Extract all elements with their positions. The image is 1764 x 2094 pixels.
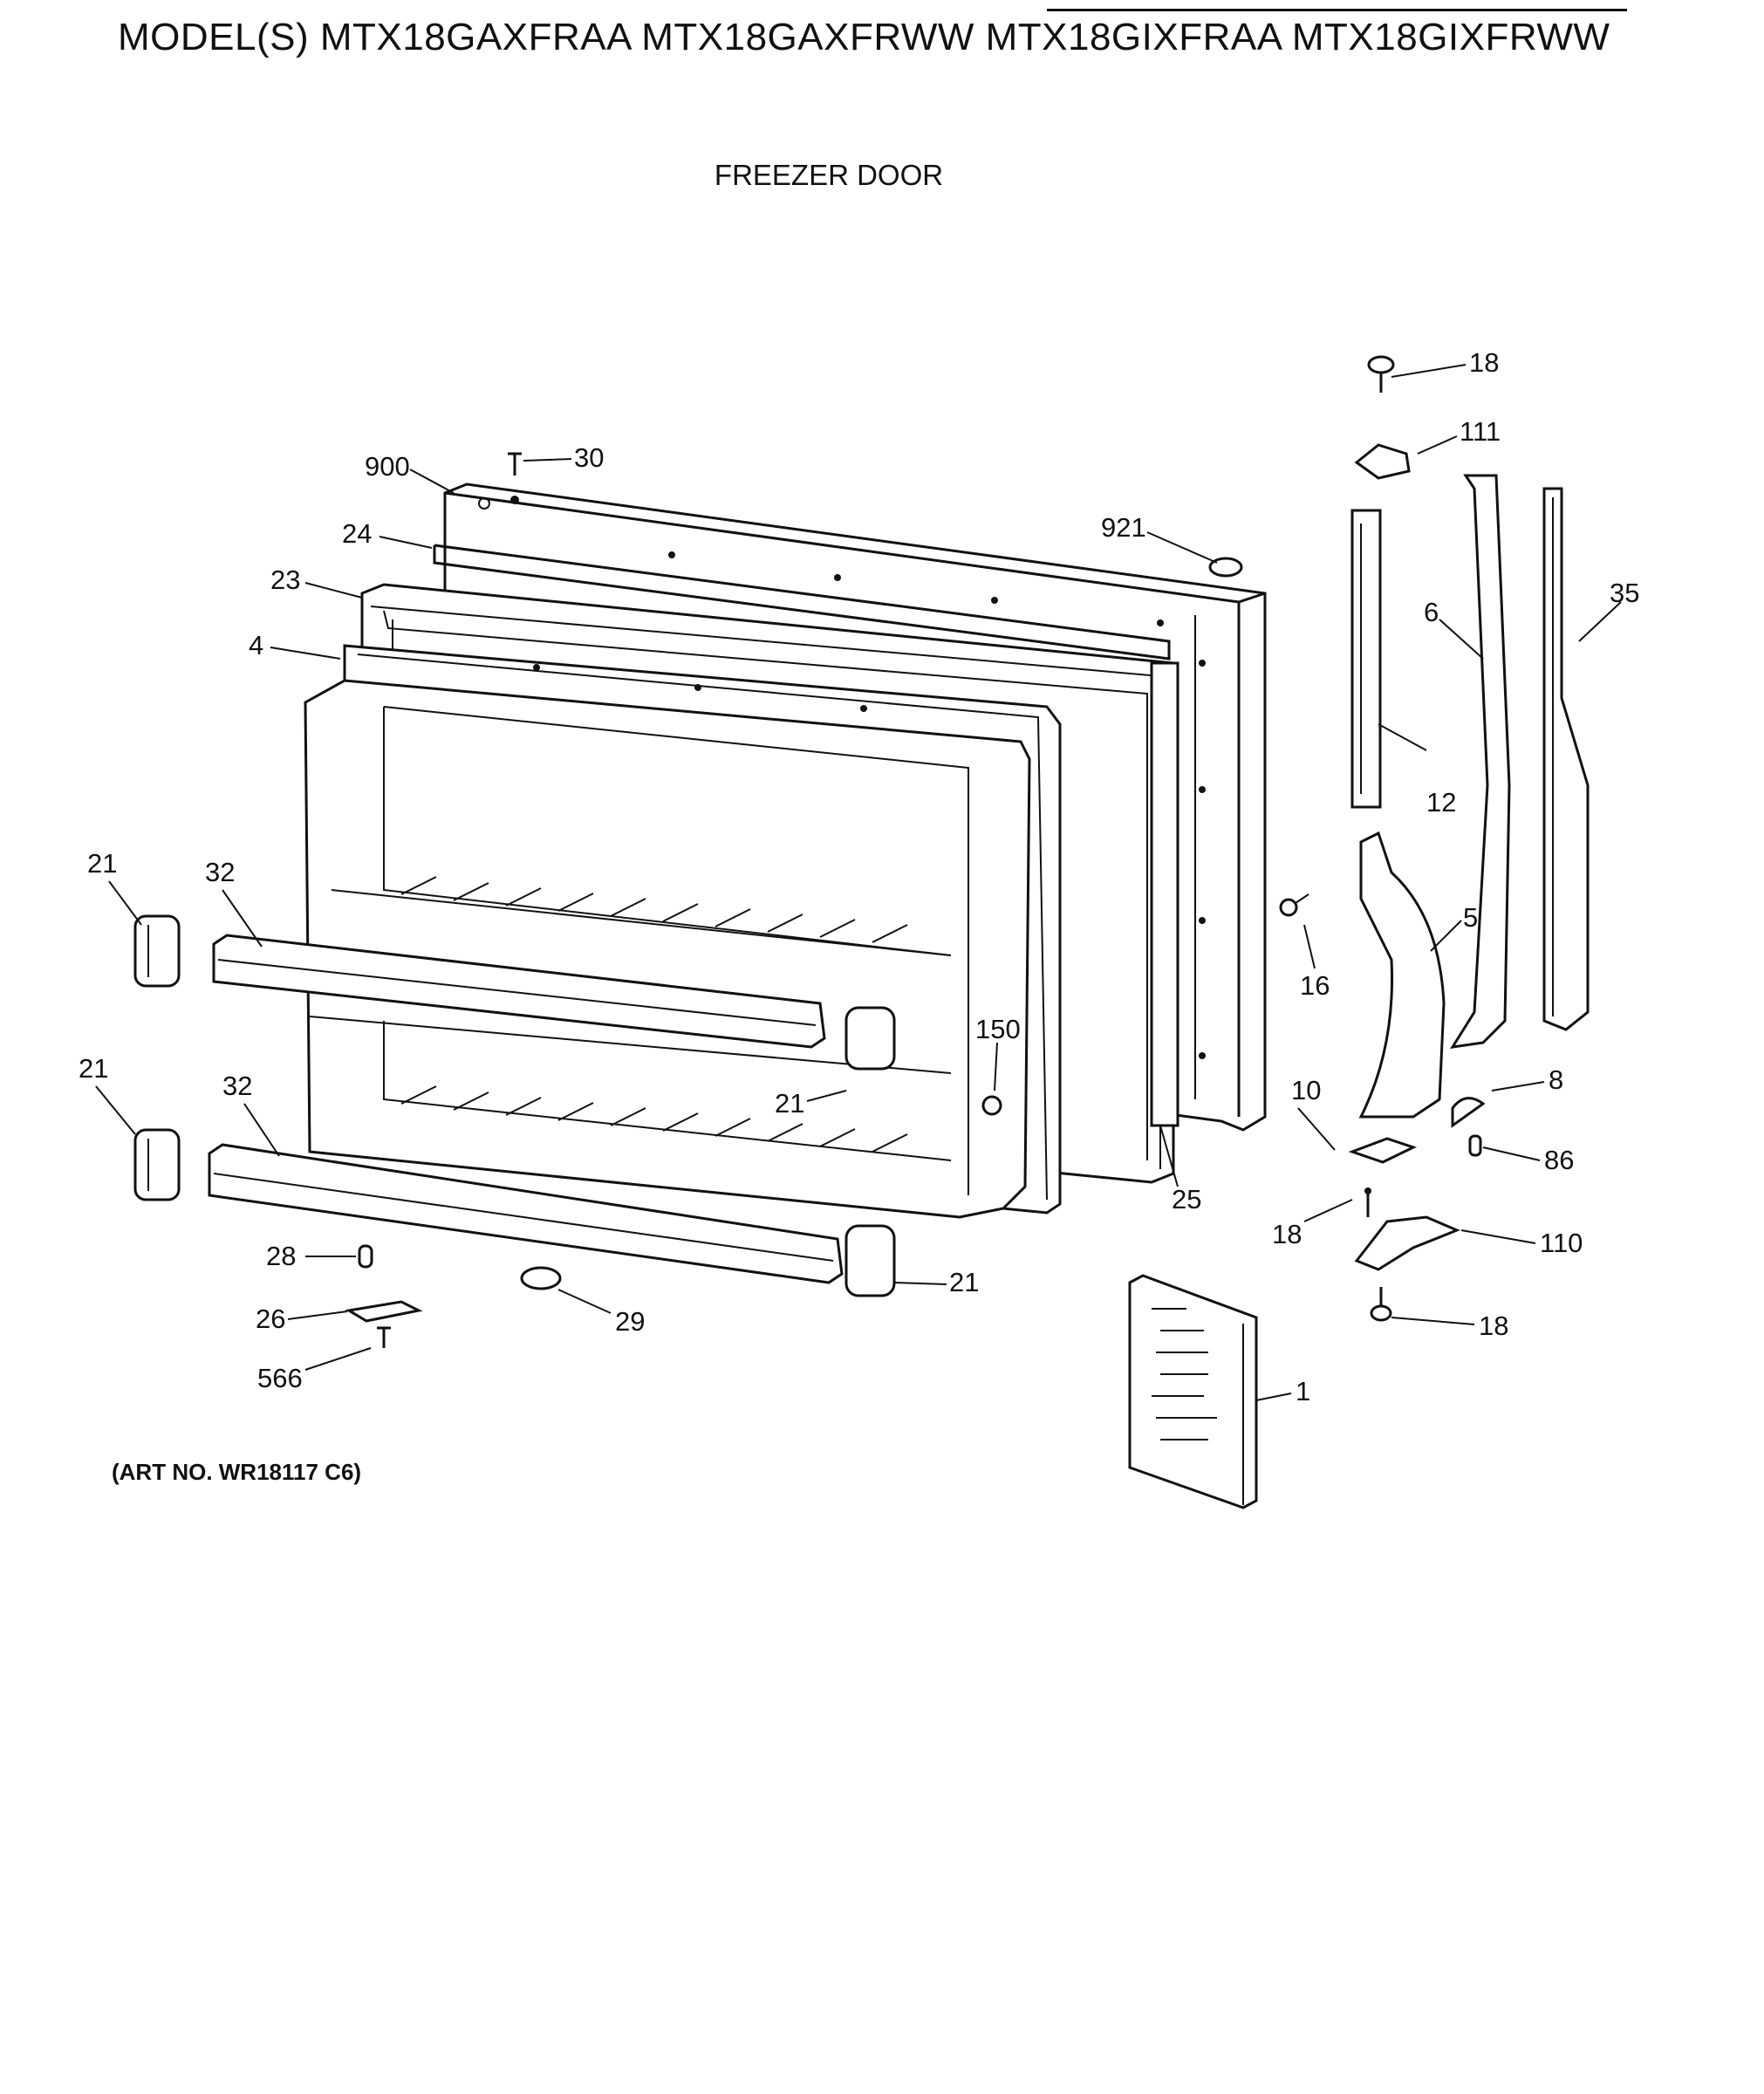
strip-12 xyxy=(1350,509,1382,809)
callout-32: 32 xyxy=(222,1071,252,1101)
shelf-end-cap xyxy=(133,914,181,988)
shelf-end-cap xyxy=(133,1128,181,1201)
callout-21: 21 xyxy=(949,1267,979,1297)
bracket-26 xyxy=(345,1300,423,1323)
screw-16 xyxy=(1279,893,1309,917)
callout-21: 21 xyxy=(87,848,117,879)
callout-labels: 18 111 30 900 921 24 23 4 6 35 12 21 32 … xyxy=(79,347,1639,1406)
shelf-end-cap xyxy=(844,1006,896,1071)
grommet-29 xyxy=(520,1266,562,1290)
callout-86: 86 xyxy=(1544,1145,1574,1175)
callout-16: 16 xyxy=(1300,970,1330,1001)
callout-111: 111 xyxy=(1460,416,1501,447)
screw-86 xyxy=(1468,1134,1482,1157)
callout-150: 150 xyxy=(975,1014,1021,1044)
leader-lines xyxy=(95,364,1622,1401)
screw-28 xyxy=(358,1244,373,1269)
callout-25: 25 xyxy=(1172,1184,1201,1215)
trim-35 xyxy=(1542,487,1590,1031)
header-rule xyxy=(1047,9,1627,11)
section-title: FREEZER DOOR xyxy=(714,159,944,191)
clip-8 xyxy=(1451,1097,1486,1128)
callout-18: 18 xyxy=(1272,1219,1302,1249)
inner-liner xyxy=(304,679,1031,1219)
shelf-bar-upper xyxy=(212,934,826,1049)
art-number: (ART NO. WR18117 C6) xyxy=(112,1459,362,1485)
callout-5: 5 xyxy=(1463,902,1478,933)
callout-900: 900 xyxy=(365,451,410,482)
callout-10: 10 xyxy=(1291,1075,1321,1105)
handle-5 xyxy=(1358,831,1446,1119)
callout-4: 4 xyxy=(249,630,263,660)
callout-18: 18 xyxy=(1469,347,1499,378)
callout-110: 110 xyxy=(1540,1228,1583,1258)
callout-28: 28 xyxy=(266,1241,296,1271)
hinge-110 xyxy=(1354,1215,1460,1271)
gasket-strip xyxy=(433,544,1171,660)
callout-30: 30 xyxy=(574,442,604,473)
hinge-111 xyxy=(1354,443,1411,480)
plug-921 xyxy=(1208,557,1243,578)
callout-21: 21 xyxy=(79,1053,108,1084)
shelf-end-cap xyxy=(844,1224,896,1297)
model-list: MODEL(S) MTX18GAXFRAA MTX18GAXFRWW MTX18… xyxy=(118,16,1610,58)
callout-8: 8 xyxy=(1549,1064,1563,1095)
screw-18-bot xyxy=(1370,1287,1392,1322)
screw-18-mid xyxy=(1364,1187,1371,1217)
callout-1: 1 xyxy=(1296,1376,1310,1406)
side-gasket xyxy=(1150,661,1179,1127)
callout-26: 26 xyxy=(256,1304,285,1334)
callout-29: 29 xyxy=(615,1306,645,1337)
screw-30 xyxy=(508,452,522,476)
callout-23: 23 xyxy=(270,565,300,595)
bracket-10 xyxy=(1348,1137,1417,1164)
callout-6: 6 xyxy=(1424,597,1439,627)
callout-21: 21 xyxy=(775,1088,804,1119)
callout-566: 566 xyxy=(257,1363,303,1393)
shelf-bar-lower xyxy=(208,1143,844,1284)
callout-921: 921 xyxy=(1101,512,1146,543)
callout-12: 12 xyxy=(1426,787,1456,818)
callout-35: 35 xyxy=(1610,578,1639,608)
callout-32: 32 xyxy=(205,857,235,887)
screw-150 xyxy=(981,1095,1002,1116)
screw-18-top xyxy=(1367,355,1395,393)
callout-24: 24 xyxy=(342,518,372,549)
screw-566 xyxy=(377,1326,391,1348)
callout-18: 18 xyxy=(1479,1310,1508,1341)
owners-manual xyxy=(1128,1274,1258,1509)
handle-6 xyxy=(1450,474,1511,1049)
